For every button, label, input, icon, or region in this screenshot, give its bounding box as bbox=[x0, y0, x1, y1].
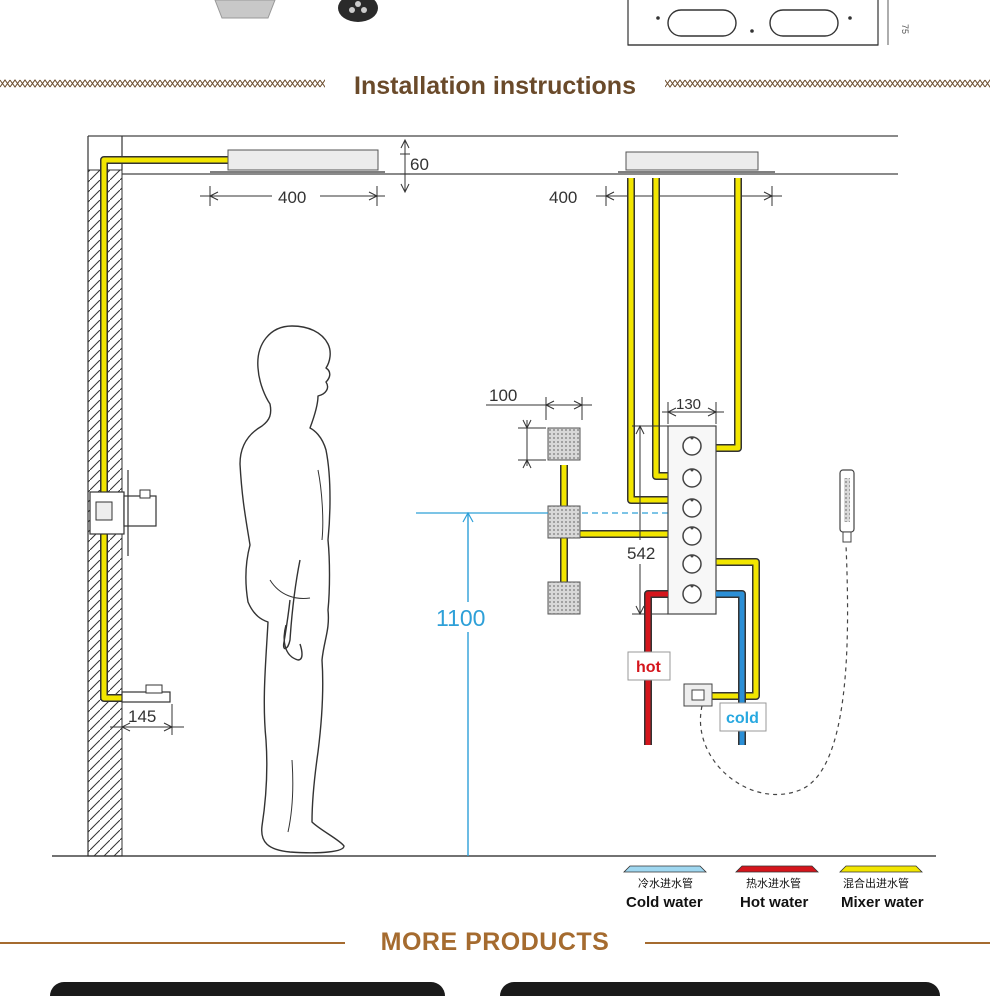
dimension-right-head-width: 400 bbox=[544, 184, 782, 207]
human-figure-silhouette bbox=[239, 325, 345, 854]
svg-text:400: 400 bbox=[278, 188, 306, 207]
zigzag-divider-right bbox=[665, 78, 990, 90]
svg-text:冷水进水管: 冷水进水管 bbox=[638, 876, 693, 890]
left-bath-spout bbox=[121, 684, 171, 703]
divider-right bbox=[645, 942, 990, 944]
svg-text:60: 60 bbox=[410, 155, 429, 174]
product-card-left[interactable] bbox=[50, 982, 445, 996]
dimension-valve-height: 1100 bbox=[416, 511, 548, 856]
hand-shower-outlet bbox=[683, 544, 849, 796]
product-card-right[interactable] bbox=[500, 982, 940, 996]
dimension-panel-width: 130 bbox=[662, 396, 724, 424]
svg-text:400: 400 bbox=[549, 188, 577, 207]
dimension-ceiling-recess: 60 bbox=[400, 138, 429, 194]
hand-shower-head bbox=[839, 469, 855, 543]
more-products-title: MORE PRODUCTS bbox=[380, 928, 610, 956]
product-thumbnail-jet bbox=[338, 0, 378, 22]
thermostatic-shower-panel bbox=[667, 425, 717, 615]
svg-text:542: 542 bbox=[627, 544, 655, 563]
divider-left bbox=[0, 942, 345, 944]
svg-text:75: 75 bbox=[900, 24, 910, 34]
page-title: Installation instructions bbox=[354, 72, 636, 100]
mixer-pipes-right bbox=[560, 178, 760, 700]
zigzag-divider-left bbox=[0, 78, 325, 90]
legend-hot-water: 热水进水管 Hot water bbox=[735, 865, 819, 911]
pipe-legend: 冷水进水管 Cold water 热水进水管 Hot water 混合出进水管 … bbox=[623, 865, 924, 911]
svg-text:hot: hot bbox=[636, 659, 662, 676]
left-rain-shower-head bbox=[210, 149, 385, 173]
mixer-pipe-left bbox=[100, 156, 230, 702]
svg-text:1100: 1100 bbox=[436, 605, 485, 631]
body-spray-jets bbox=[547, 427, 668, 615]
svg-text:Hot water: Hot water bbox=[740, 894, 809, 911]
dimension-side-spray-spacing: 100 bbox=[486, 386, 592, 469]
svg-text:Mixer water: Mixer water bbox=[841, 894, 924, 911]
right-rain-shower-head bbox=[618, 151, 775, 173]
svg-text:145: 145 bbox=[128, 707, 156, 726]
svg-text:cold: cold bbox=[726, 710, 759, 727]
cold-water-pipe: cold bbox=[716, 590, 767, 745]
svg-text:Cold water: Cold water bbox=[626, 894, 703, 911]
legend-cold-water: 冷水进水管 Cold water bbox=[623, 865, 707, 911]
top-plate-drawing: 75 bbox=[627, 0, 910, 46]
svg-text:100: 100 bbox=[489, 386, 517, 405]
left-wall-valve bbox=[89, 470, 157, 556]
dimension-spout-depth: 145 bbox=[110, 704, 184, 735]
legend-mixer-water: 混合出进水管 Mixer water bbox=[839, 865, 924, 911]
hot-water-pipe: hot bbox=[627, 590, 671, 745]
product-thumbnail-panel bbox=[214, 0, 276, 19]
svg-text:混合出进水管: 混合出进水管 bbox=[843, 876, 909, 890]
svg-text:热水进水管: 热水进水管 bbox=[746, 876, 801, 890]
svg-text:130: 130 bbox=[676, 396, 701, 413]
dimension-left-head-width: 400 bbox=[200, 184, 385, 207]
